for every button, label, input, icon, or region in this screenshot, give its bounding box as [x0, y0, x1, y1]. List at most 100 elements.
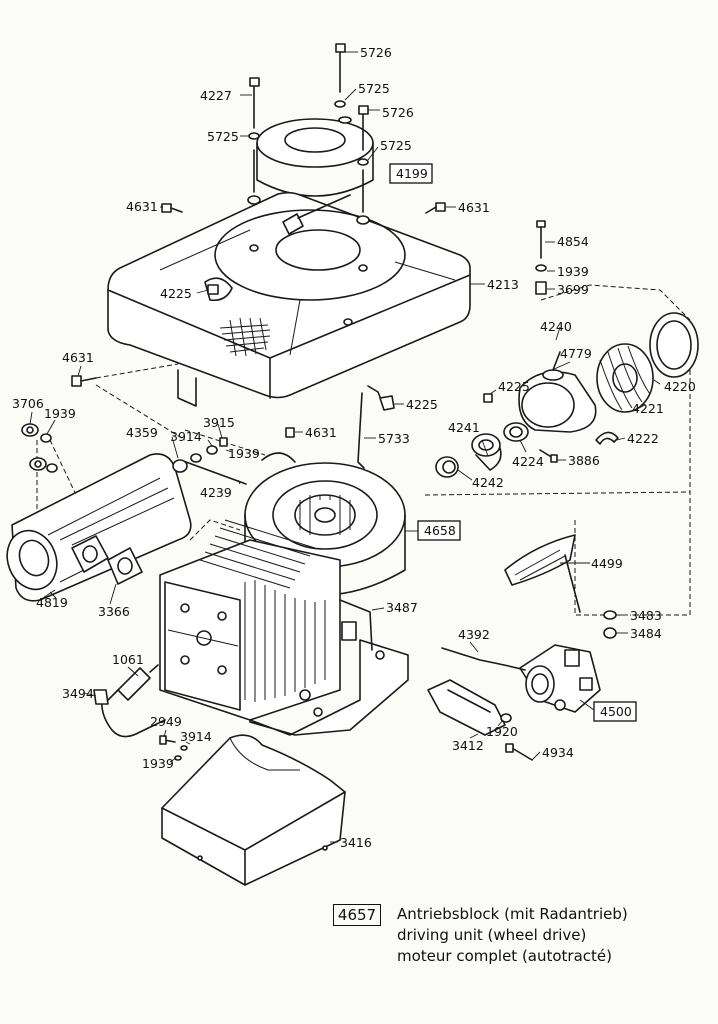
bolt-5726-right — [357, 105, 369, 213]
cylinder-cover-3416 — [161, 734, 346, 886]
cap-4242 — [435, 456, 459, 478]
label-3699: 3699 — [557, 282, 589, 297]
bolt-4227 — [248, 77, 260, 193]
lever-4499 — [504, 534, 581, 613]
clamp-4224 — [503, 422, 529, 442]
label-3366: 3366 — [98, 604, 130, 619]
stud-4239 — [172, 437, 247, 485]
bolt-5726-top — [334, 43, 346, 108]
label-1061: 1061 — [112, 652, 144, 667]
screw-4631-mid — [71, 375, 97, 387]
label-3706: 3706 — [12, 396, 44, 411]
air-filter-cover — [256, 116, 374, 197]
label-1939-muffler: 1939 — [44, 406, 76, 421]
label-3484: 3484 — [630, 626, 662, 641]
label-5726-top: 5726 — [360, 45, 392, 60]
stud-4854 — [535, 220, 547, 295]
description-french: moteur complet (autotracté) — [397, 947, 613, 965]
washer-1939-muffler — [40, 433, 58, 473]
screw-4631-left — [161, 203, 183, 213]
label-3416: 3416 — [340, 835, 372, 850]
box-4658 — [417, 520, 461, 541]
label-3494: 3494 — [62, 686, 94, 701]
label-4199: 4199 — [396, 166, 428, 181]
spark-plug-1061 — [107, 664, 159, 701]
gasket-3366 — [71, 535, 143, 585]
nut-3706-b — [29, 457, 47, 471]
box-4199 — [389, 163, 433, 184]
label-4631-lower: 4631 — [305, 425, 337, 440]
label-4819: 4819 — [36, 595, 68, 610]
assembly-code-box: 4657 — [333, 904, 381, 926]
label-4359: 4359 — [126, 425, 158, 440]
air-filter-housing-4779 — [518, 351, 597, 433]
filter-element-4221 — [596, 343, 654, 413]
label-1920: 1920 — [486, 724, 518, 739]
label-4225-filter: 4225 — [498, 379, 530, 394]
ignition-cable-3494 — [93, 689, 166, 738]
label-5725-top: 5725 — [358, 81, 390, 96]
clip-4222 — [595, 431, 619, 445]
assembly-description: Antriebsblock (mit Radantrieb) driving u… — [397, 904, 628, 967]
muffler-4819 — [6, 453, 192, 602]
label-4500: 4500 — [600, 704, 632, 719]
label-1939-stud: 1939 — [557, 264, 589, 279]
screw-3886 — [539, 449, 558, 463]
label-3914-upper: 3914 — [170, 429, 202, 444]
label-4240: 4240 — [540, 319, 572, 334]
label-4239: 4239 — [200, 485, 232, 500]
label-4224: 4224 — [512, 454, 544, 469]
cylinder-block — [159, 519, 409, 736]
carburetor-4500 — [519, 644, 601, 713]
label-5726-right: 5726 — [382, 105, 414, 120]
label-4854: 4854 — [557, 234, 589, 249]
engine-shroud — [107, 191, 471, 407]
label-4222: 4222 — [627, 431, 659, 446]
screw-4631-right — [425, 202, 446, 214]
label-1939-lower: 1939 — [142, 756, 174, 771]
washer-1920 — [500, 713, 512, 723]
screw-2949 — [159, 735, 176, 745]
washer-3483-3484 — [603, 610, 617, 639]
label-3886: 3886 — [568, 453, 600, 468]
label-3487: 3487 — [386, 600, 418, 615]
label-3915: 3915 — [203, 415, 235, 430]
nut-3706-a — [21, 423, 39, 437]
label-4631-left: 4631 — [126, 199, 158, 214]
label-4213: 4213 — [487, 277, 519, 292]
label-5733: 5733 — [378, 431, 410, 446]
box-4500 — [593, 701, 637, 722]
label-4779: 4779 — [560, 346, 592, 361]
clip-4225-filter — [483, 393, 493, 403]
throttle-cable-4392 — [441, 647, 526, 671]
label-4934: 4934 — [542, 745, 574, 760]
leader-lines — [29, 51, 661, 843]
intake-manifold-3412 — [427, 679, 506, 736]
rod-5733 — [357, 385, 395, 469]
label-2949: 2949 — [150, 714, 182, 729]
label-4392: 4392 — [458, 627, 490, 642]
label-4225-shroud: 4225 — [160, 286, 192, 301]
cooling-fins — [199, 519, 326, 702]
label-4631-right: 4631 — [458, 200, 490, 215]
label-5725-left: 5725 — [207, 129, 239, 144]
label-1939-stud-b: 1939 — [228, 446, 260, 461]
description-german: Antriebsblock (mit Radantrieb) — [397, 905, 628, 923]
label-4499: 4499 — [591, 556, 623, 571]
label-4220: 4220 — [664, 379, 696, 394]
screw-4631-lower — [285, 427, 295, 438]
label-4242: 4242 — [472, 475, 504, 490]
part-labels: 5726 4227 5725 5726 5725 5725 4199 4631 … — [12, 45, 696, 850]
label-4241: 4241 — [448, 420, 480, 435]
label-4221: 4221 — [632, 401, 664, 416]
label-3412: 3412 — [452, 738, 484, 753]
shroud-grille — [219, 317, 271, 357]
description-english: driving unit (wheel drive) — [397, 926, 587, 944]
label-4631-mid: 4631 — [62, 350, 94, 365]
label-3483: 3483 — [630, 608, 662, 623]
label-5725-right: 5725 — [380, 138, 412, 153]
label-4658: 4658 — [424, 523, 456, 538]
label-3914-lower: 3914 — [180, 729, 212, 744]
